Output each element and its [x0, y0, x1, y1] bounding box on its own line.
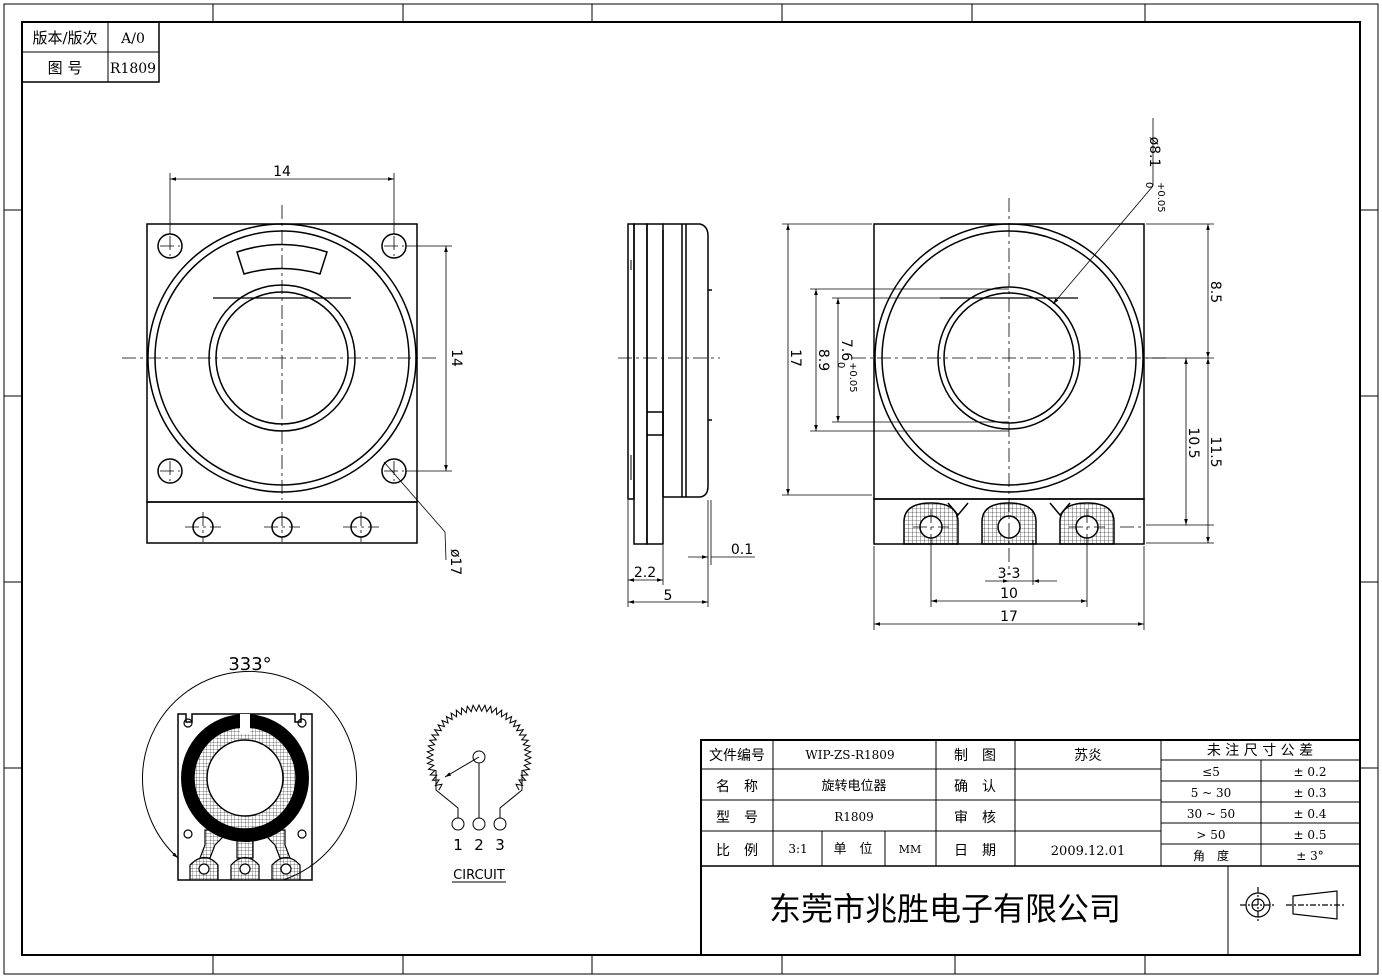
- circuit-pin-2: 2: [474, 836, 484, 854]
- rotation-view: [142, 670, 357, 881]
- back-view-labels: ø8.1 +0.05 0 17 8.9 7.6 +0.05 0 8.5 10.5…: [787, 137, 1223, 625]
- projection-symbol: [1240, 887, 1344, 923]
- version-value: A/0: [120, 31, 145, 47]
- date-label: 日 期: [954, 843, 996, 859]
- tolerance-value: ± 0.2: [1294, 765, 1327, 779]
- tolerance-range: 5 ~ 30: [1191, 786, 1232, 800]
- back-dim-hole-tol: +0.05: [1155, 182, 1166, 213]
- side-dim-22: 2.2: [634, 565, 656, 581]
- model-value: R1809: [834, 810, 874, 824]
- scale-label: 比 例: [716, 843, 758, 859]
- sheet-border: [3, 3, 1379, 975]
- back-dim-76: 7.6: [838, 339, 854, 361]
- back-dim-89: 8.9: [815, 349, 831, 371]
- revision-block: 版本/版次 A/0 图 号 R1809: [21, 21, 160, 83]
- tolerance-table: ≤5 ± 0.2 5 ~ 30 ± 0.3 30 ~ 50 ± 0.4 > 50 ± 0.5 角…: [1187, 765, 1327, 863]
- tolerance-range: ≤5: [1202, 765, 1220, 779]
- name-label: 名 称: [716, 779, 758, 795]
- back-dim-76-tol: +0.05: [847, 362, 858, 393]
- title-block-text: 文件编号 WIP-ZS-R1809 名 称 旋转电位器 型 号 R1809 比 …: [709, 743, 1313, 928]
- front-dim-right: 14: [448, 349, 464, 367]
- tolerance-value: ± 0.5: [1294, 828, 1327, 842]
- back-view: [782, 118, 1214, 630]
- tolerance-range: 角 度: [1193, 848, 1229, 863]
- back-dim-115: 11.5: [1207, 436, 1223, 467]
- side-view: [618, 223, 755, 607]
- tolerance-value: ± 0.4: [1294, 807, 1327, 821]
- tolerance-range: 30 ~ 50: [1187, 807, 1235, 821]
- rotation-angle-label: 333°: [228, 654, 271, 675]
- unit-value: MM: [899, 843, 922, 856]
- side-dim-01: 0.1: [731, 542, 753, 558]
- drawing-no-value: R1809: [110, 61, 156, 77]
- serrated-knob: [425, 703, 533, 791]
- model-label: 型 号: [716, 810, 758, 826]
- file-no-label: 文件编号: [709, 748, 765, 764]
- back-dim-105: 10.5: [1185, 427, 1201, 458]
- title-block: [700, 739, 1361, 956]
- file-no-value: WIP-ZS-R1809: [805, 748, 894, 762]
- back-dim-17-left: 17: [787, 349, 803, 367]
- front-dim-diameter: ø17: [447, 549, 463, 575]
- back-dim-76-tol-low: 0: [835, 362, 846, 368]
- company-name: 东莞市兆胜电子有限公司: [769, 890, 1121, 928]
- circuit-symbol: [425, 703, 533, 883]
- review-label: 审 核: [954, 810, 996, 826]
- drawn-label: 制 图: [954, 748, 996, 764]
- back-dim-hole-tol-low: 0: [1143, 182, 1154, 188]
- scale-value: 3:1: [788, 842, 807, 856]
- side-dim-5: 5: [664, 588, 673, 604]
- front-dim-top: 14: [273, 164, 291, 180]
- tolerance-value: ± 0.3: [1294, 786, 1327, 800]
- date-value: 2009.12.01: [1051, 844, 1125, 859]
- name-value: 旋转电位器: [821, 779, 886, 794]
- front-view: [122, 173, 452, 561]
- version-label: 版本/版次: [32, 29, 97, 47]
- tolerance-range: > 50: [1196, 828, 1225, 842]
- tolerance-header: 未 注 尺 寸 公 差: [1207, 743, 1313, 759]
- drawing-no-label: 图 号: [48, 59, 83, 77]
- back-dim-85: 8.5: [1207, 281, 1223, 303]
- tolerance-value: ± 3°: [1296, 849, 1324, 863]
- back-dim-hole: ø8.1: [1146, 137, 1162, 168]
- confirm-label: 确 认: [954, 779, 996, 795]
- back-dim-pitch: 3-3: [998, 566, 1021, 582]
- back-dim-17-bottom: 17: [1000, 609, 1018, 625]
- drawn-value: 苏炎: [1074, 748, 1102, 764]
- circuit-pin-3: 3: [495, 836, 505, 854]
- circuit-caption: CIRCUIT: [453, 868, 505, 883]
- back-dim-10: 10: [1000, 586, 1018, 602]
- circuit-pin-1: 1: [453, 836, 463, 854]
- unit-label: 单 位: [833, 842, 872, 857]
